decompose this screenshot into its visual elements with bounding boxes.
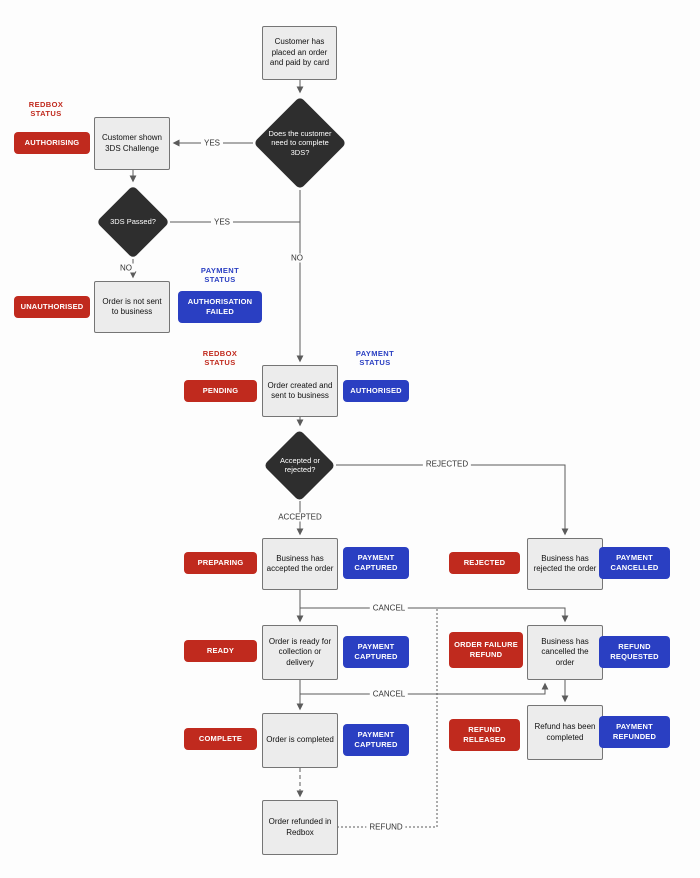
status-badge-refund-released: REFUND RELEASED <box>449 719 520 751</box>
status-badge-authorising: AUTHORISING <box>14 132 90 154</box>
edge-label-cancel: CANCEL <box>369 689 409 699</box>
payment-badge-refunded: PAYMENT REFUNDED <box>599 716 670 748</box>
node-business-rejected: Business has rejected the order <box>527 538 603 590</box>
status-badge-complete: COMPLETE <box>184 728 257 750</box>
node-order-refunded: Order refunded in Redbox <box>262 800 338 855</box>
node-3ds-question: Does the customer need to complete 3DS? <box>268 128 332 157</box>
payment-badge-cancelled: PAYMENT CANCELLED <box>599 547 670 579</box>
payment-badge-captured: PAYMENT CAPTURED <box>343 547 409 579</box>
node-order-not-sent: Order is not sent to business <box>94 281 170 333</box>
node-accept-reject: Accepted or rejected? <box>279 455 321 474</box>
node-start: Customer has placed an order and paid by… <box>262 26 337 80</box>
edge-label-refund: REFUND <box>366 822 406 832</box>
node-order-completed: Order is completed <box>262 713 338 768</box>
redbox-status-header: REDBOX STATUS <box>28 100 64 119</box>
node-order-ready: Order is ready for collection or deliver… <box>262 625 338 680</box>
payment-status-header: PAYMENT STATUS <box>355 349 395 368</box>
status-badge-pending: PENDING <box>184 380 257 402</box>
payment-badge-captured: PAYMENT CAPTURED <box>343 636 409 668</box>
redbox-status-header: REDBOX STATUS <box>202 349 238 368</box>
node-business-cancelled: Business has cancelled the order <box>527 625 603 680</box>
payment-badge-captured: PAYMENT CAPTURED <box>343 724 409 756</box>
node-3ds-passed: 3DS Passed? <box>110 217 156 227</box>
status-badge-rejected: REJECTED <box>449 552 520 574</box>
node-order-created: Order created and sent to business <box>262 365 338 417</box>
edge-label-rejected: REJECTED <box>422 459 472 469</box>
edge-label-cancel: CANCEL <box>369 603 409 613</box>
payment-badge-authorisation-failed: AUTHORISATION FAILED <box>178 291 262 323</box>
node-business-accepted: Business has accepted the order <box>262 538 338 590</box>
edge-label-no: NO <box>288 253 306 263</box>
status-badge-preparing: PREPARING <box>184 552 257 574</box>
edge-label-no: NO <box>117 263 135 273</box>
payment-badge-refund-requested: REFUND REQUESTED <box>599 636 670 668</box>
node-3ds-challenge: Customer shown 3DS Challenge <box>94 117 170 170</box>
status-badge-unauthorised: UNAUTHORISED <box>14 296 90 318</box>
node-refund-completed: Refund has been completed <box>527 705 603 760</box>
edge-label-yes: YES <box>210 217 234 227</box>
edge-rejected-branch <box>336 464 569 536</box>
edge-label-yes: YES <box>200 138 224 148</box>
edge-label-accepted: ACCEPTED <box>275 512 325 522</box>
status-badge-ready: READY <box>184 640 257 662</box>
payment-badge-authorised: AUTHORISED <box>343 380 409 402</box>
edge-cancel-2 <box>300 682 549 695</box>
edge-cancel-1 <box>300 607 569 623</box>
payment-status-header: PAYMENT STATUS <box>200 266 240 285</box>
status-badge-order-failure-refund: ORDER FAILURE REFUND <box>449 632 523 668</box>
